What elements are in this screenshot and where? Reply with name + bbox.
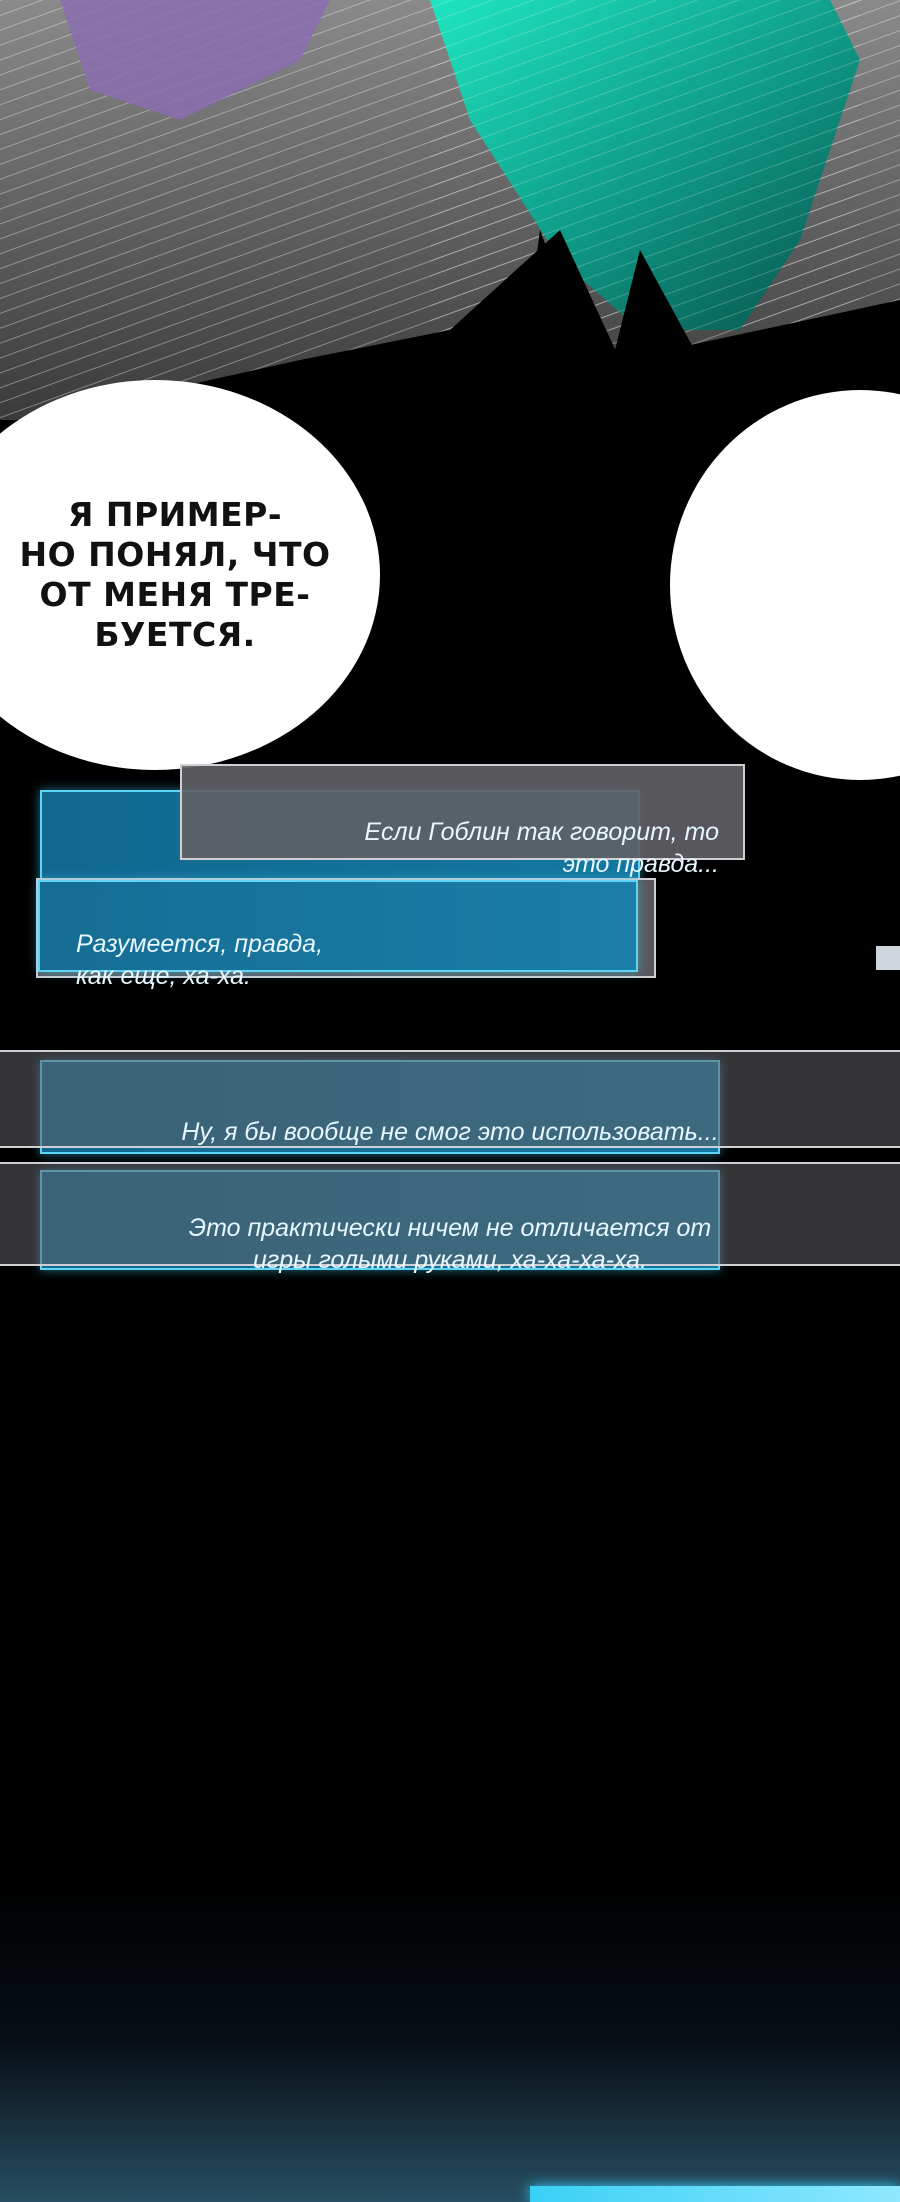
bottom-glow	[0, 1880, 900, 2202]
dialogue-box-2: Разумеется, правда, как еще, ха-ха.	[38, 880, 638, 990]
dialogue-line-4: Это практически ничем не отличается от и…	[188, 1214, 712, 1274]
dialogue-line-3: Ну, я бы вообще не смог это использовать…	[181, 1118, 719, 1146]
bottom-glow-bar	[530, 2186, 900, 2202]
dialogue-box-4: Это практически ничем не отличается от и…	[0, 1162, 900, 1274]
speech-bubble-left-text: Я ПРИМЕР- НО ПОНЯЛ, ЧТО ОТ МЕНЯ ТРЕ- БУЕ…	[19, 495, 331, 654]
dialogue-box-3: Ну, я бы вообще не смог это использовать…	[0, 1050, 900, 1148]
speech-bubble-left: Я ПРИМЕР- НО ПОНЯЛ, ЧТО ОТ МЕНЯ ТРЕ- БУЕ…	[0, 380, 380, 770]
manga-art-illustration	[0, 0, 900, 760]
dialogue-box-1: Если Гоблин так говорит, то это правда..…	[180, 764, 745, 878]
dialogue-line-2: Разумеется, правда, как еще, ха-ха.	[76, 930, 324, 990]
small-marker	[876, 946, 900, 970]
dialogue-line-1: Если Гоблин так говорит, то это правда..…	[364, 818, 719, 878]
